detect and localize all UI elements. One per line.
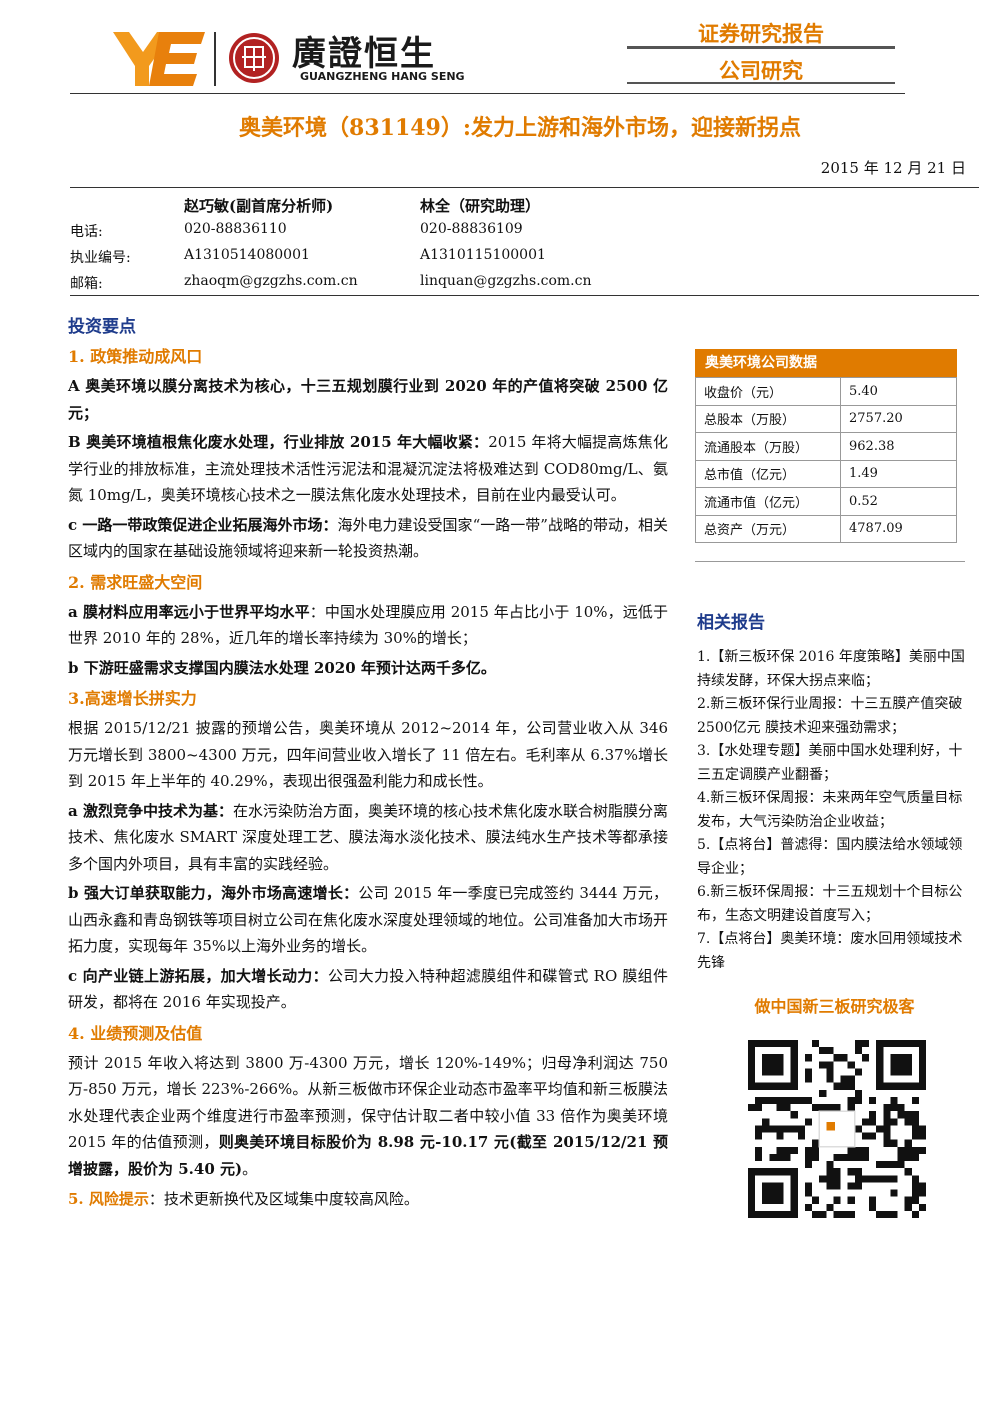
table-row: 流通市值（亿元）0.52	[695, 487, 957, 516]
list-item[interactable]: 5.【点将台】普滤得：国内膜法给水领域领导企业；	[697, 837, 963, 877]
list-item[interactable]: 3.【水处理专题】美丽中国水处理利好，十三五定调膜产业翻番；	[697, 743, 963, 783]
brand-name-cn: 廣證恒生	[292, 34, 436, 74]
s2-point-a: a 膜材料应用率远小于世界平均水平：中国水处理膜应用 2015 年占比小于 10…	[68, 602, 668, 648]
analyst-2-name: 林全（研究助理）	[420, 197, 541, 215]
list-item[interactable]: 7.【点将台】奥美环境：废水回用领域技术先锋	[697, 931, 963, 971]
qr-code-icon[interactable]	[748, 1040, 926, 1218]
section-1-title: 1. 政策推动成风口	[68, 347, 203, 366]
report-date: 2015 年 12 月 21 日	[820, 159, 966, 177]
table-row: 收盘价（元）5.40	[695, 377, 957, 406]
slogan: 做中国新三板研究极客	[754, 997, 915, 1016]
ye-logo-icon	[113, 32, 205, 86]
table-row: 总股本（万股）2757.20	[695, 404, 957, 433]
contact-rule-top	[70, 187, 979, 188]
list-item[interactable]: 6.新三板环保周报：十三五规划十个目标公布，生态文明建设首度写入；	[697, 884, 963, 924]
related-reports-title: 相关报告	[697, 613, 765, 633]
list-item[interactable]: 1.【新三板环保 2016 年度策略】美丽中国持续发酵，环保大拐点来临；	[697, 649, 965, 689]
list-item[interactable]: 4.新三板环保周报：未来两年空气质量目标发布，大气污染防治企业收益；	[697, 790, 963, 830]
investment-highlights: 投资要点 1. 政策推动成风口 A 奥美环境以膜分离技术为核心，十三五规划膜行业…	[68, 312, 668, 1216]
top-rule	[70, 93, 905, 94]
report-subtype-label: 公司研究	[719, 58, 803, 83]
table-row: 总市值（亿元）1.49	[695, 459, 957, 488]
section-3-title: 3.高速增长拼实力	[68, 689, 197, 708]
header-divider	[627, 82, 895, 84]
section-2-title: 2. 需求旺盛大空间	[68, 572, 203, 592]
report-title: 奥美环境（831149）:发力上游和海外市场，迎接新拐点	[239, 115, 801, 141]
s1-point-a: A 奥美环境以膜分离技术为核心，十三五规划膜行业到 2020 年的产值将突破 2…	[68, 377, 668, 422]
analyst-2-phone: 020-88836109	[420, 221, 523, 237]
stock-data-table: 收盘价（元）5.40 总股本（万股）2757.20 流通股本（万股）962.38…	[695, 377, 957, 543]
s3-paragraph: 根据 2015/12/21 披露的预增公告，奥美环境从 2012~2014 年，…	[68, 719, 668, 790]
section-heading: 投资要点	[68, 317, 136, 337]
analyst-1-name: 赵巧敏(副首席分析师)	[184, 197, 334, 215]
s2-point-b: b 下游旺盛需求支撑国内膜法水处理 2020 年预计达两千多亿。	[68, 658, 496, 677]
phone-label: 电话:	[70, 224, 103, 240]
stock-data-title: 奥美环境公司数据	[695, 349, 957, 377]
section-5-title: 5. 风险提示	[68, 1190, 149, 1208]
analyst-1-email[interactable]: zhaoqm@gzgzhs.com.cn	[184, 273, 358, 289]
license-label: 执业编号:	[70, 250, 131, 266]
related-reports-list: 1.【新三板环保 2016 年度策略】美丽中国持续发酵，环保大拐点来临； 2.新…	[697, 646, 972, 975]
report-type-label: 证券研究报告	[698, 21, 824, 46]
s3-point-a: a 激烈竞争中技术为基：在水污染防治方面，奥美环境的核心技术焦化废水联合树脂膜分…	[68, 801, 668, 873]
seal-logo-icon	[229, 33, 279, 83]
analyst-1-license: A1310514080001	[184, 247, 310, 263]
s1-point-b: B 奥美环境植根焦化废水处理，行业排放 2015 年大幅收紧：2015 年将大幅…	[68, 433, 668, 504]
s4-paragraph: 预计 2015 年收入将达到 3800 万-4300 万元，增长 120%-14…	[68, 1053, 668, 1178]
logo-separator	[214, 32, 216, 86]
sidebar-divider	[695, 561, 965, 562]
s3-point-c: c 向产业链上游拓展，加大增长动力：公司大力投入特种超滤膜组件和碟管式 RO 膜…	[68, 966, 668, 1012]
analyst-1-phone: 020-88836110	[184, 221, 287, 237]
section-4-title: 4. 业绩预测及估值	[68, 1023, 203, 1043]
header-divider	[627, 46, 895, 49]
contact-rule-bottom	[70, 295, 979, 296]
list-item[interactable]: 2.新三板环保行业周报：十三五膜产值突破 2500亿元 膜技术迎来强劲需求；	[697, 696, 963, 736]
stock-data-panel: 奥美环境公司数据 收盘价（元）5.40 总股本（万股）2757.20 流通股本（…	[695, 349, 957, 543]
table-row: 总资产（万元）4787.09	[695, 514, 957, 543]
brand-name-en: GUANGZHENG HANG SENG	[300, 70, 465, 83]
table-row: 流通股本（万股）962.38	[695, 432, 957, 461]
analyst-2-license: A1310115100001	[420, 247, 546, 263]
s3-point-b: b 强大订单获取能力，海外市场高速增长：公司 2015 年一季度已完成签约 34…	[68, 884, 669, 955]
s5-paragraph: 5. 风险提示：技术更新换代及区域集中度较高风险。	[68, 1190, 419, 1208]
s1-point-c: c 一路一带政策促进企业拓展海外市场：海外电力建设受国家“一路一带”战略的带动，…	[68, 515, 669, 561]
analyst-2-email[interactable]: linquan@gzgzhs.com.cn	[420, 273, 592, 289]
email-label: 邮箱:	[70, 276, 103, 292]
